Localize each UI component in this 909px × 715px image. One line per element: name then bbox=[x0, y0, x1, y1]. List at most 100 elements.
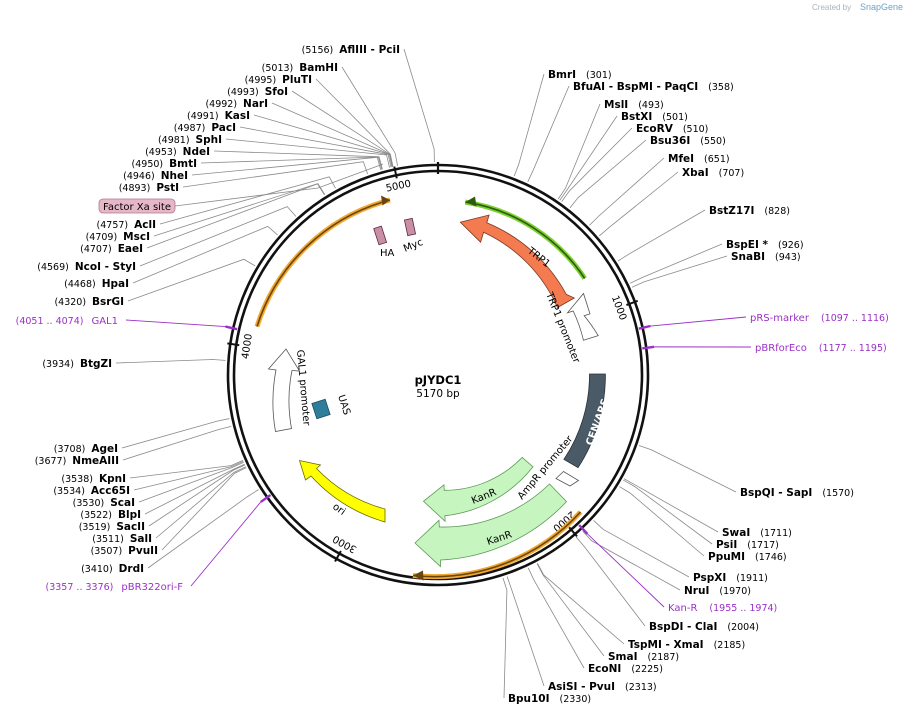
feature-gal1-promoter-arrow[interactable] bbox=[267, 348, 301, 432]
feature-cen-ars-block[interactable] bbox=[563, 373, 606, 469]
site-name-bsrgi[interactable]: BsrGI bbox=[92, 296, 124, 308]
site-name-bspdi-clai[interactable]: BspDI - ClaI bbox=[649, 621, 717, 633]
site-name-snabi[interactable]: SnaBI bbox=[731, 251, 765, 263]
leader-line-drdi bbox=[147, 489, 259, 569]
site-name-sfoi[interactable]: SfoI bbox=[265, 86, 288, 98]
site-name-sacii[interactable]: SacII bbox=[116, 521, 145, 533]
site-name-nari[interactable]: NarI bbox=[243, 98, 268, 110]
leader-line-ppumi bbox=[619, 486, 705, 557]
site-position-blpi: (3522) bbox=[80, 510, 112, 521]
primer-name-pbr322ori-f[interactable]: pBR322ori-F bbox=[121, 582, 183, 593]
site-name-bpu10i[interactable]: Bpu10I bbox=[508, 693, 550, 705]
feature-ha-tag[interactable] bbox=[373, 225, 388, 246]
feature-kanr-arrow-inner[interactable] bbox=[422, 456, 534, 523]
feature-trp1-promoter-arrow[interactable] bbox=[566, 292, 599, 341]
leader-line-snabi bbox=[631, 255, 728, 288]
leader-line-btgzi bbox=[115, 359, 226, 364]
site-name-bspqi-sapi[interactable]: BspQI - SapI bbox=[740, 487, 812, 499]
site-name-bspei[interactable]: BspEI * bbox=[726, 239, 769, 251]
site-position-paci: (4987) bbox=[174, 123, 206, 134]
tick-label-5000: 5000 bbox=[385, 179, 412, 195]
leader-line-msci bbox=[153, 183, 326, 237]
site-name-ncoi-styi[interactable]: NcoI - StyI bbox=[75, 261, 136, 273]
leader-line-swai bbox=[623, 478, 719, 533]
leader-line-msli bbox=[557, 103, 601, 200]
site-name-bsu36i[interactable]: Bsu36I bbox=[650, 135, 690, 147]
site-name-msli[interactable]: MslI bbox=[604, 99, 628, 111]
site-position-sfoi: (4993) bbox=[227, 87, 259, 98]
primer-name-pbrforeco[interactable]: pBRforEco bbox=[755, 343, 807, 354]
site-position-snabi: (943) bbox=[775, 252, 801, 263]
site-position-nmeaiii: (3677) bbox=[35, 456, 67, 467]
site-name-kpni[interactable]: KpnI bbox=[99, 473, 126, 485]
site-position-sphi: (4981) bbox=[158, 135, 190, 146]
site-name-psii[interactable]: PsiI bbox=[716, 539, 737, 551]
primer-leader-prs-marker bbox=[650, 316, 747, 327]
site-name-pluti[interactable]: PluTI bbox=[282, 74, 312, 86]
site-name-bstxi[interactable]: BstXI bbox=[621, 111, 652, 123]
site-name-smai[interactable]: SmaI bbox=[608, 651, 638, 663]
leader-line-bfuai-bspmi-paqci bbox=[527, 85, 570, 183]
feature-myc-tag[interactable] bbox=[403, 217, 417, 237]
site-name-drdi[interactable]: DrdI bbox=[119, 563, 144, 575]
feature-ori-arrow[interactable] bbox=[298, 459, 386, 523]
primer-name-prs-marker[interactable]: pRS-marker bbox=[750, 313, 810, 324]
primer-name-kan-r[interactable]: Kan-R bbox=[668, 603, 697, 614]
site-position-acc65i: (3534) bbox=[53, 486, 85, 497]
site-position-pvuii: (3507) bbox=[91, 546, 123, 557]
site-name-afliii-pcii[interactable]: AflIII - PciI bbox=[339, 44, 400, 56]
site-name-pvuii[interactable]: PvuII bbox=[128, 545, 158, 557]
site-position-bpu10i: (2330) bbox=[560, 694, 592, 705]
site-name-bfuai-bspmi-paqci[interactable]: BfuAI - BspMI - PaqCI bbox=[573, 81, 698, 93]
factor-xa-site-badge[interactable] bbox=[98, 198, 176, 214]
site-name-ndei[interactable]: NdeI bbox=[183, 146, 210, 158]
leader-line-eaei bbox=[146, 183, 325, 249]
site-position-bmri: (301) bbox=[586, 70, 612, 81]
feature-trp1-arrow[interactable] bbox=[459, 214, 576, 309]
site-name-blpi[interactable]: BlpI bbox=[118, 509, 141, 521]
feature-kanr-arrow-outer[interactable] bbox=[414, 483, 568, 568]
site-name-pspxi[interactable]: PspXI bbox=[693, 572, 726, 584]
primer-range-pbrforeco: (1177 .. 1195) bbox=[819, 343, 887, 354]
site-name-bmti[interactable]: BmtI bbox=[169, 158, 197, 170]
feature-ampr-promoter-arrow[interactable] bbox=[555, 471, 580, 487]
site-name-paci[interactable]: PacI bbox=[211, 122, 236, 134]
site-name-bamhi[interactable]: BamHI bbox=[299, 62, 338, 74]
site-name-hpai[interactable]: HpaI bbox=[102, 278, 129, 290]
leader-line-bamhi bbox=[341, 66, 398, 166]
leader-line-blpi bbox=[144, 463, 245, 515]
site-name-acc65i[interactable]: Acc65I bbox=[91, 485, 130, 497]
site-name-scai[interactable]: ScaI bbox=[110, 497, 135, 509]
site-name-eaei[interactable]: EaeI bbox=[118, 243, 143, 255]
primer-name-gal1[interactable]: GAL1 bbox=[91, 316, 118, 327]
site-name-sphi[interactable]: SphI bbox=[196, 134, 222, 146]
site-name-econi[interactable]: EcoNI bbox=[588, 663, 621, 675]
site-name-bmri[interactable]: BmrI bbox=[548, 69, 576, 81]
leader-line-hpai bbox=[132, 225, 278, 284]
leader-line-pvuii bbox=[161, 467, 247, 551]
site-name-asisi-pvui[interactable]: AsiSI - PvuI bbox=[548, 681, 615, 693]
leader-line-kpni bbox=[129, 460, 244, 479]
site-name-acli[interactable]: AclI bbox=[134, 219, 156, 231]
feature-uas-block[interactable] bbox=[311, 398, 331, 420]
site-name-ecorv[interactable]: EcoRV bbox=[636, 123, 674, 135]
factor-xa-site-label: Factor Xa site bbox=[103, 202, 171, 213]
site-name-ppumi[interactable]: PpuMI bbox=[708, 551, 745, 563]
site-name-mfei[interactable]: MfeI bbox=[668, 153, 694, 165]
site-name-kasi[interactable]: KasI bbox=[225, 110, 250, 122]
site-name-tspmi-xmai[interactable]: TspMI - XmaI bbox=[628, 639, 704, 651]
site-name-psti[interactable]: PstI bbox=[156, 182, 179, 194]
site-name-xbai[interactable]: XbaI bbox=[682, 167, 709, 179]
site-name-nhei[interactable]: NheI bbox=[161, 170, 188, 182]
site-name-nrui[interactable]: NruI bbox=[684, 585, 709, 597]
site-name-agei[interactable]: AgeI bbox=[91, 443, 118, 455]
site-leader-lines bbox=[115, 48, 737, 699]
site-name-bstz17i[interactable]: BstZ17I bbox=[709, 205, 754, 217]
site-name-swai[interactable]: SwaI bbox=[722, 527, 750, 539]
site-name-btgzi[interactable]: BtgZI bbox=[80, 358, 112, 370]
site-name-sali[interactable]: SalI bbox=[130, 533, 152, 545]
site-name-msci[interactable]: MscI bbox=[123, 231, 150, 243]
site-name-nmeaiii[interactable]: NmeAIII bbox=[72, 455, 119, 467]
tick-mark-2000 bbox=[568, 526, 578, 538]
site-position-sali: (3511) bbox=[92, 534, 124, 545]
